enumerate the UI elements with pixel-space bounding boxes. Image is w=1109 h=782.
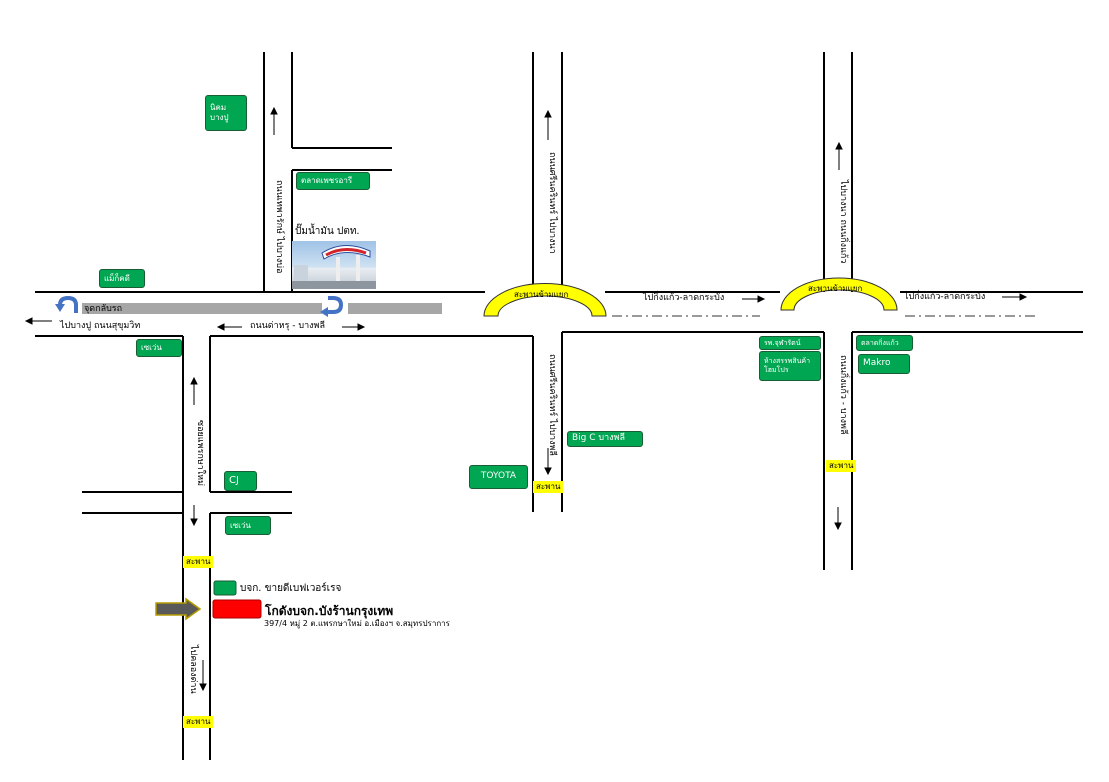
u-turn-label: จุดกลับรถ <box>84 304 123 314</box>
road-label-v2: ถนนศรีนครินทร์ ไปบางนา <box>547 152 557 254</box>
bridge-label-4: สะพาน <box>183 716 214 729</box>
sign-talad-petch: ตลาดเพชรอารี <box>296 172 370 190</box>
road-label-v3: ถนนศรีนครินทร์ ไปบางพลี <box>547 354 557 456</box>
u-turn-arrowhead-1 <box>55 304 65 312</box>
sign-seven-1: เซเว่น <box>136 339 182 357</box>
median-strip-2 <box>348 303 442 314</box>
company-marker <box>213 580 237 596</box>
warehouse-label: โกดังบจก.บังร้านกรุงเทพ <box>265 604 394 618</box>
warehouse-marker <box>212 599 262 619</box>
overpass-1 <box>483 282 607 317</box>
road-label-v5: ถนนกิ่งแก้ว - บางพลี <box>838 355 848 435</box>
to-kingkaew-label-1: ไปกิ่งแก้ว-ลาดกระบัง <box>643 293 725 303</box>
road-label-v4: ไปบางนา ถนนกิ่งแก้ว <box>838 180 848 264</box>
bridge-label-2: สะพาน <box>826 460 857 473</box>
main-road-label: ถนนด่าหรุ - บางพลี <box>250 321 325 331</box>
pointer-arrow-icon <box>155 597 202 621</box>
sign-toyota: TOYOTA <box>469 465 528 489</box>
overpass-label-1: สะพานข้ามแยก <box>514 290 569 299</box>
u-turn-arrowhead-2 <box>320 307 328 317</box>
gas-station-photo <box>292 241 376 289</box>
sign-cj: CJ <box>224 471 257 491</box>
bridge-label-1: สะพาน <box>533 481 564 494</box>
company-label: บจก. ขายดีเบฟเวอร์เรจ <box>240 583 342 594</box>
sign-mall: ห้างสรรพสินค้าโฮมโปร <box>759 351 821 381</box>
gas-station-label: ปั๊มน้ำมัน ปตท. <box>295 226 360 237</box>
to-klong-label: ไปคลองด่าน <box>188 645 198 694</box>
u-turn-icon <box>326 296 344 314</box>
to-kingkaew-label-2: ไปกิ่งแก้ว-ลาดกระบัง <box>904 292 986 302</box>
bridge-label-3: สะพาน <box>183 556 214 569</box>
sign-mcd: แม็ก็คดี <box>99 269 145 288</box>
sign-seven-2: เซเว่น <box>225 516 271 535</box>
sign-nikom-bangpu: นิคม บางปู <box>205 95 247 131</box>
road-label-v6: ซอยแพรกษาใหม่ <box>195 420 205 487</box>
overpass-2 <box>780 277 898 311</box>
address-label: 397/4 หมู่ 2 ต.แพรกษาใหม่ อ.เมืองฯ จ.สมุ… <box>264 619 450 628</box>
sign-hospital: รพ.จุฬารัตน์ <box>759 336 821 350</box>
road-label-v1: ถนนเทพารักษ์ ไปบางบ่อ <box>274 180 284 274</box>
sign-makro: Makro <box>858 354 910 374</box>
sign-talad-kingkaew: ตลาดกิ่งแก้ว <box>856 335 913 351</box>
u-turn-icon <box>58 295 78 313</box>
to-bangpu-label: ไปบางปู ถนนสุขุมวิท <box>60 321 141 331</box>
sign-bigc: Big C บางพลี <box>567 431 643 447</box>
median-strip-1 <box>82 303 322 314</box>
overpass-label-2: สะพานข้ามแยก <box>808 284 863 293</box>
